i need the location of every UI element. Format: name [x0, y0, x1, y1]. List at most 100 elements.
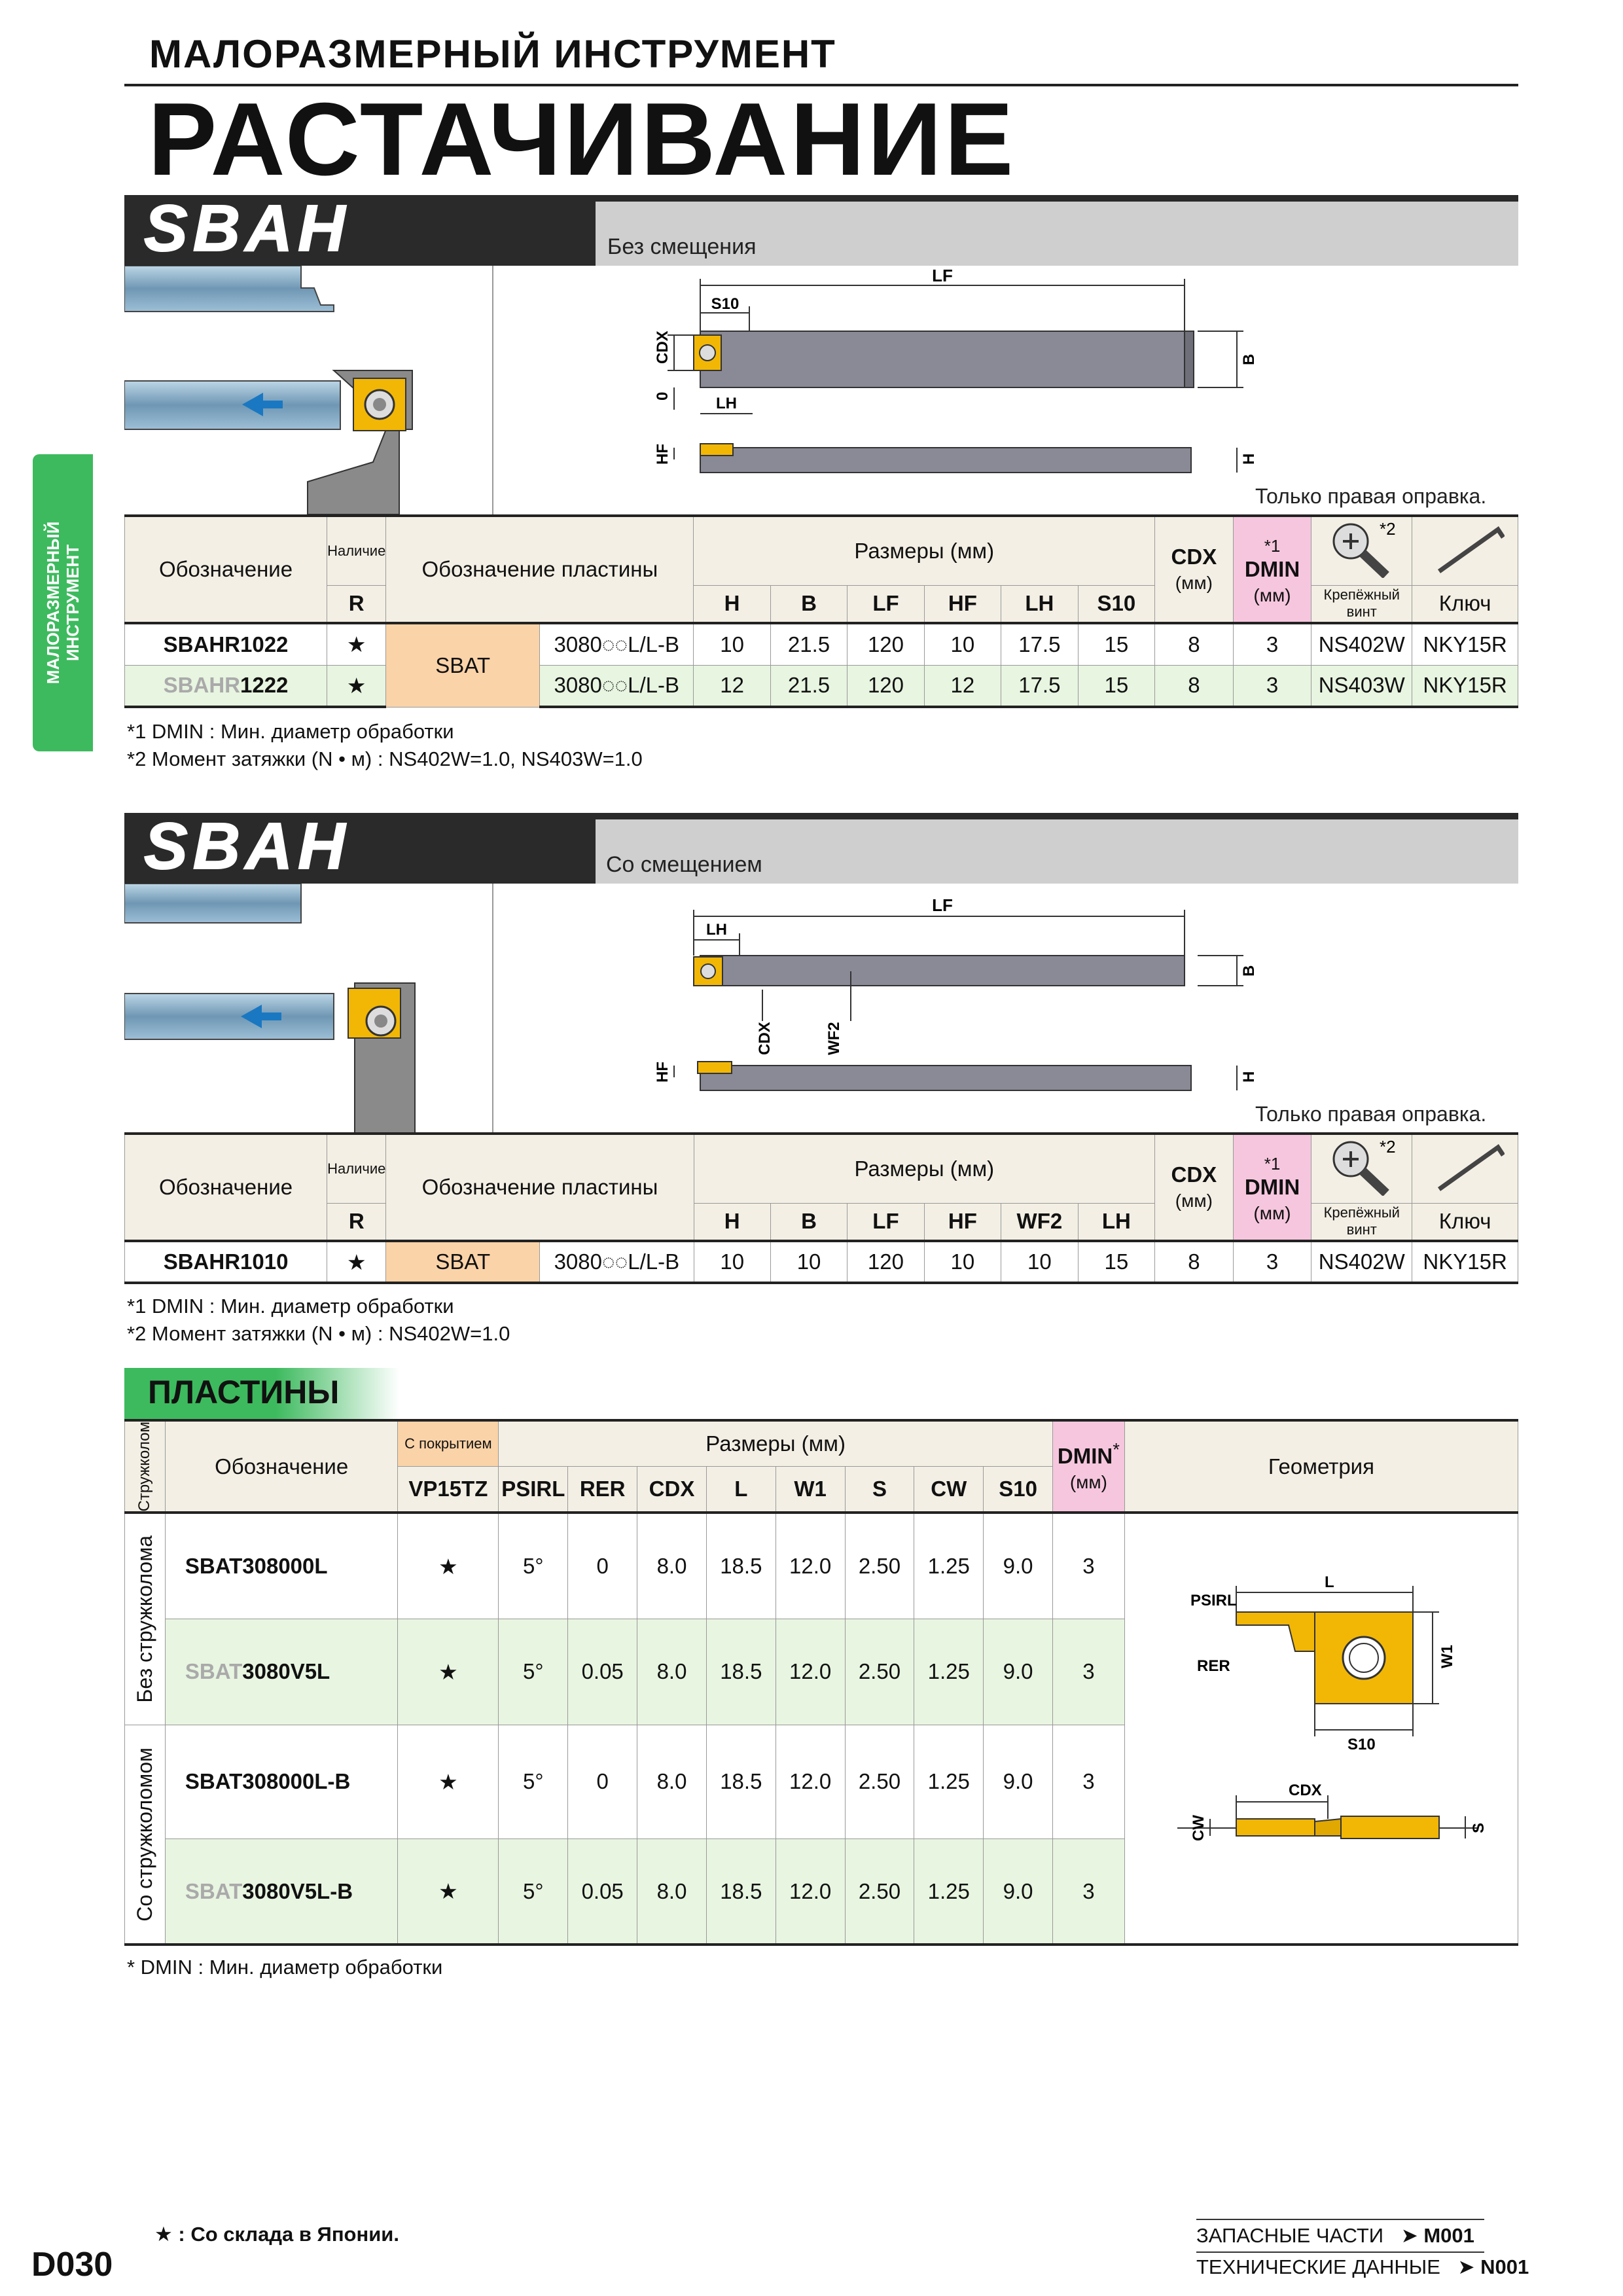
col-designation: Обозначение	[164, 1418, 399, 1513]
arrow-right-icon: ➤	[1400, 2224, 1418, 2247]
value-h: 10	[693, 622, 771, 666]
insert-code: 3080◌◌L/L-B	[539, 1240, 694, 1284]
dim-lh-2: LH	[706, 921, 727, 939]
value-b: 21.5	[770, 622, 848, 666]
value-key: NKY15R	[1412, 664, 1518, 708]
footer-rule-1	[1196, 2219, 1484, 2220]
col-sizes: Размеры (мм)	[693, 1132, 1156, 1204]
holder-code: SBAHR1010	[124, 1240, 328, 1284]
group-no-chipbreaker: Без стружколома	[124, 1511, 166, 1725]
col-h: H	[693, 1202, 771, 1242]
category-title: МАЛОРАЗМЕРНЫЙ ИНСТРУМЕНТ	[149, 32, 836, 76]
value-cw: 1.25	[914, 1838, 984, 1946]
value-h: 10	[693, 1240, 771, 1284]
footnote-1-1: *1 DMIN : Мин. диаметр обработки	[127, 720, 454, 743]
col-lf: LF	[847, 584, 925, 624]
link-technical-data[interactable]: ТЕХНИЧЕСКИЕ ДАННЫЕ ➤ N001	[1196, 2255, 1529, 2279]
col-sizes: Размеры (мм)	[693, 514, 1156, 586]
value-cdx: 8.0	[637, 1618, 707, 1725]
value-screw: NS402W	[1311, 622, 1413, 666]
col-cdx: CDX(мм)	[1154, 514, 1234, 624]
col-geometry: Геометрия	[1124, 1418, 1519, 1513]
group-with-chipbreaker: Со стружколомом	[124, 1724, 166, 1946]
col-designation: Обозначение	[124, 1132, 328, 1242]
col-availability: Наличие	[327, 1132, 387, 1204]
right-only-note-1: Только правая оправка.	[1255, 484, 1487, 508]
insert-code: SBAT3080V5L-B	[164, 1838, 399, 1946]
diagram-divider-1	[492, 266, 493, 514]
col-rer: RER	[567, 1466, 638, 1513]
value-wf2: 10	[1001, 1240, 1079, 1284]
holder-code: SBAHR1022	[124, 622, 328, 666]
value-cdx: 8.0	[637, 1724, 707, 1839]
dim-hf-1: HF	[654, 444, 671, 465]
link-spare-parts-ref: M001	[1423, 2224, 1474, 2247]
value-psirl: 5°	[498, 1511, 569, 1619]
link-spare-parts-label: ЗАПАСНЫЕ ЧАСТИ	[1196, 2224, 1384, 2247]
availability: ★	[327, 664, 387, 708]
value-dmin: 3	[1232, 1240, 1312, 1284]
col-h: H	[693, 584, 771, 624]
geo-rer: RER	[1197, 1657, 1230, 1675]
svg-text:*2: *2	[1380, 1137, 1396, 1157]
availability: ★	[397, 1724, 499, 1839]
value-lf: 120	[847, 664, 925, 708]
table-row: SBAHR1222 ★ 3080◌◌L/L-B 12 21.5 120 12 1…	[124, 664, 1518, 708]
value-psirl: 5°	[498, 1618, 569, 1725]
dim-lf-1: LF	[932, 266, 953, 285]
table-row: SBAHR1022 ★ SBAT 3080◌◌L/L-B 10 21.5 120…	[124, 622, 1518, 708]
footnote-2-1: *1 DMIN : Мин. диаметр обработки	[127, 1295, 454, 1318]
dim-h-2: H	[1240, 1071, 1258, 1083]
dimension-drawing-1: LF S10 CDX 0 LH B HF H	[654, 266, 1258, 473]
geometry-cell: PSIRL L RER W1 S10 CDX CW S	[1124, 1511, 1519, 1946]
col-avail-r: R	[327, 584, 387, 624]
holder-table-1: Обозначение Наличие Обозначение пластины…	[124, 514, 1518, 708]
subtitle-bar-2: Со смещением	[596, 819, 1518, 884]
dim-wf2-2: WF2	[825, 1022, 843, 1055]
link-spare-parts[interactable]: ЗАПАСНЫЕ ЧАСТИ ➤ M001	[1196, 2224, 1474, 2248]
holder-code: SBAHR1222	[124, 664, 328, 708]
col-chipbreaker: Стружколом	[124, 1418, 166, 1513]
availability: ★	[327, 622, 387, 666]
value-lf: 120	[847, 1240, 925, 1284]
value-l: 18.5	[705, 1618, 776, 1725]
col-screw-icon: *2	[1311, 1132, 1413, 1204]
screw-icon: *2	[1332, 1137, 1396, 1196]
table-row: SBAHR1010 ★ SBAT 3080◌◌L/L-B 10 10 120 1…	[124, 1240, 1518, 1284]
col-cdx: CDX	[637, 1466, 707, 1513]
availability: ★	[397, 1511, 499, 1619]
dim-cdx-2: CDX	[756, 1022, 774, 1055]
value-s: 2.50	[844, 1511, 915, 1619]
value-dmin: 3	[1232, 622, 1312, 666]
page-number: D030	[31, 2246, 113, 2284]
value-rer: 0	[567, 1724, 638, 1839]
insert-code: SBAT308000L-B	[164, 1724, 399, 1839]
value-l: 18.5	[705, 1724, 776, 1839]
table-row: SBAT3080V5L-B ★ 5° 0.05 8.0 18.5 12.0 2.…	[125, 1838, 1518, 1946]
insert-code: SBAT3080V5L	[164, 1618, 399, 1725]
availability: ★	[397, 1618, 499, 1725]
value-cdx: 8.0	[637, 1511, 707, 1619]
footnote-2-2: *2 Момент затяжки (N • м) : NS402W=1.0	[127, 1322, 510, 1345]
direction-arrow-icon	[241, 1005, 281, 1028]
value-cdx: 8.0	[637, 1838, 707, 1946]
value-s10: 9.0	[983, 1838, 1053, 1946]
diagram-divider-2	[492, 884, 493, 1132]
value-cdx: 8	[1154, 664, 1234, 708]
value-s10: 9.0	[983, 1724, 1053, 1839]
value-key: NKY15R	[1412, 1240, 1518, 1284]
series-banner-1: SBAH	[124, 191, 596, 266]
value-b: 10	[770, 1240, 848, 1284]
col-b: B	[770, 1202, 848, 1242]
subtitle-bar-1: Без смещения	[596, 202, 1518, 266]
value-s10: 9.0	[983, 1511, 1053, 1619]
key-icon	[1437, 1143, 1505, 1191]
value-s: 2.50	[844, 1724, 915, 1839]
key-icon	[1437, 526, 1505, 573]
col-key-icon	[1412, 514, 1518, 586]
col-l: L	[705, 1466, 776, 1513]
value-s10: 9.0	[983, 1618, 1053, 1725]
col-insert: Обозначение пластины	[385, 514, 694, 624]
